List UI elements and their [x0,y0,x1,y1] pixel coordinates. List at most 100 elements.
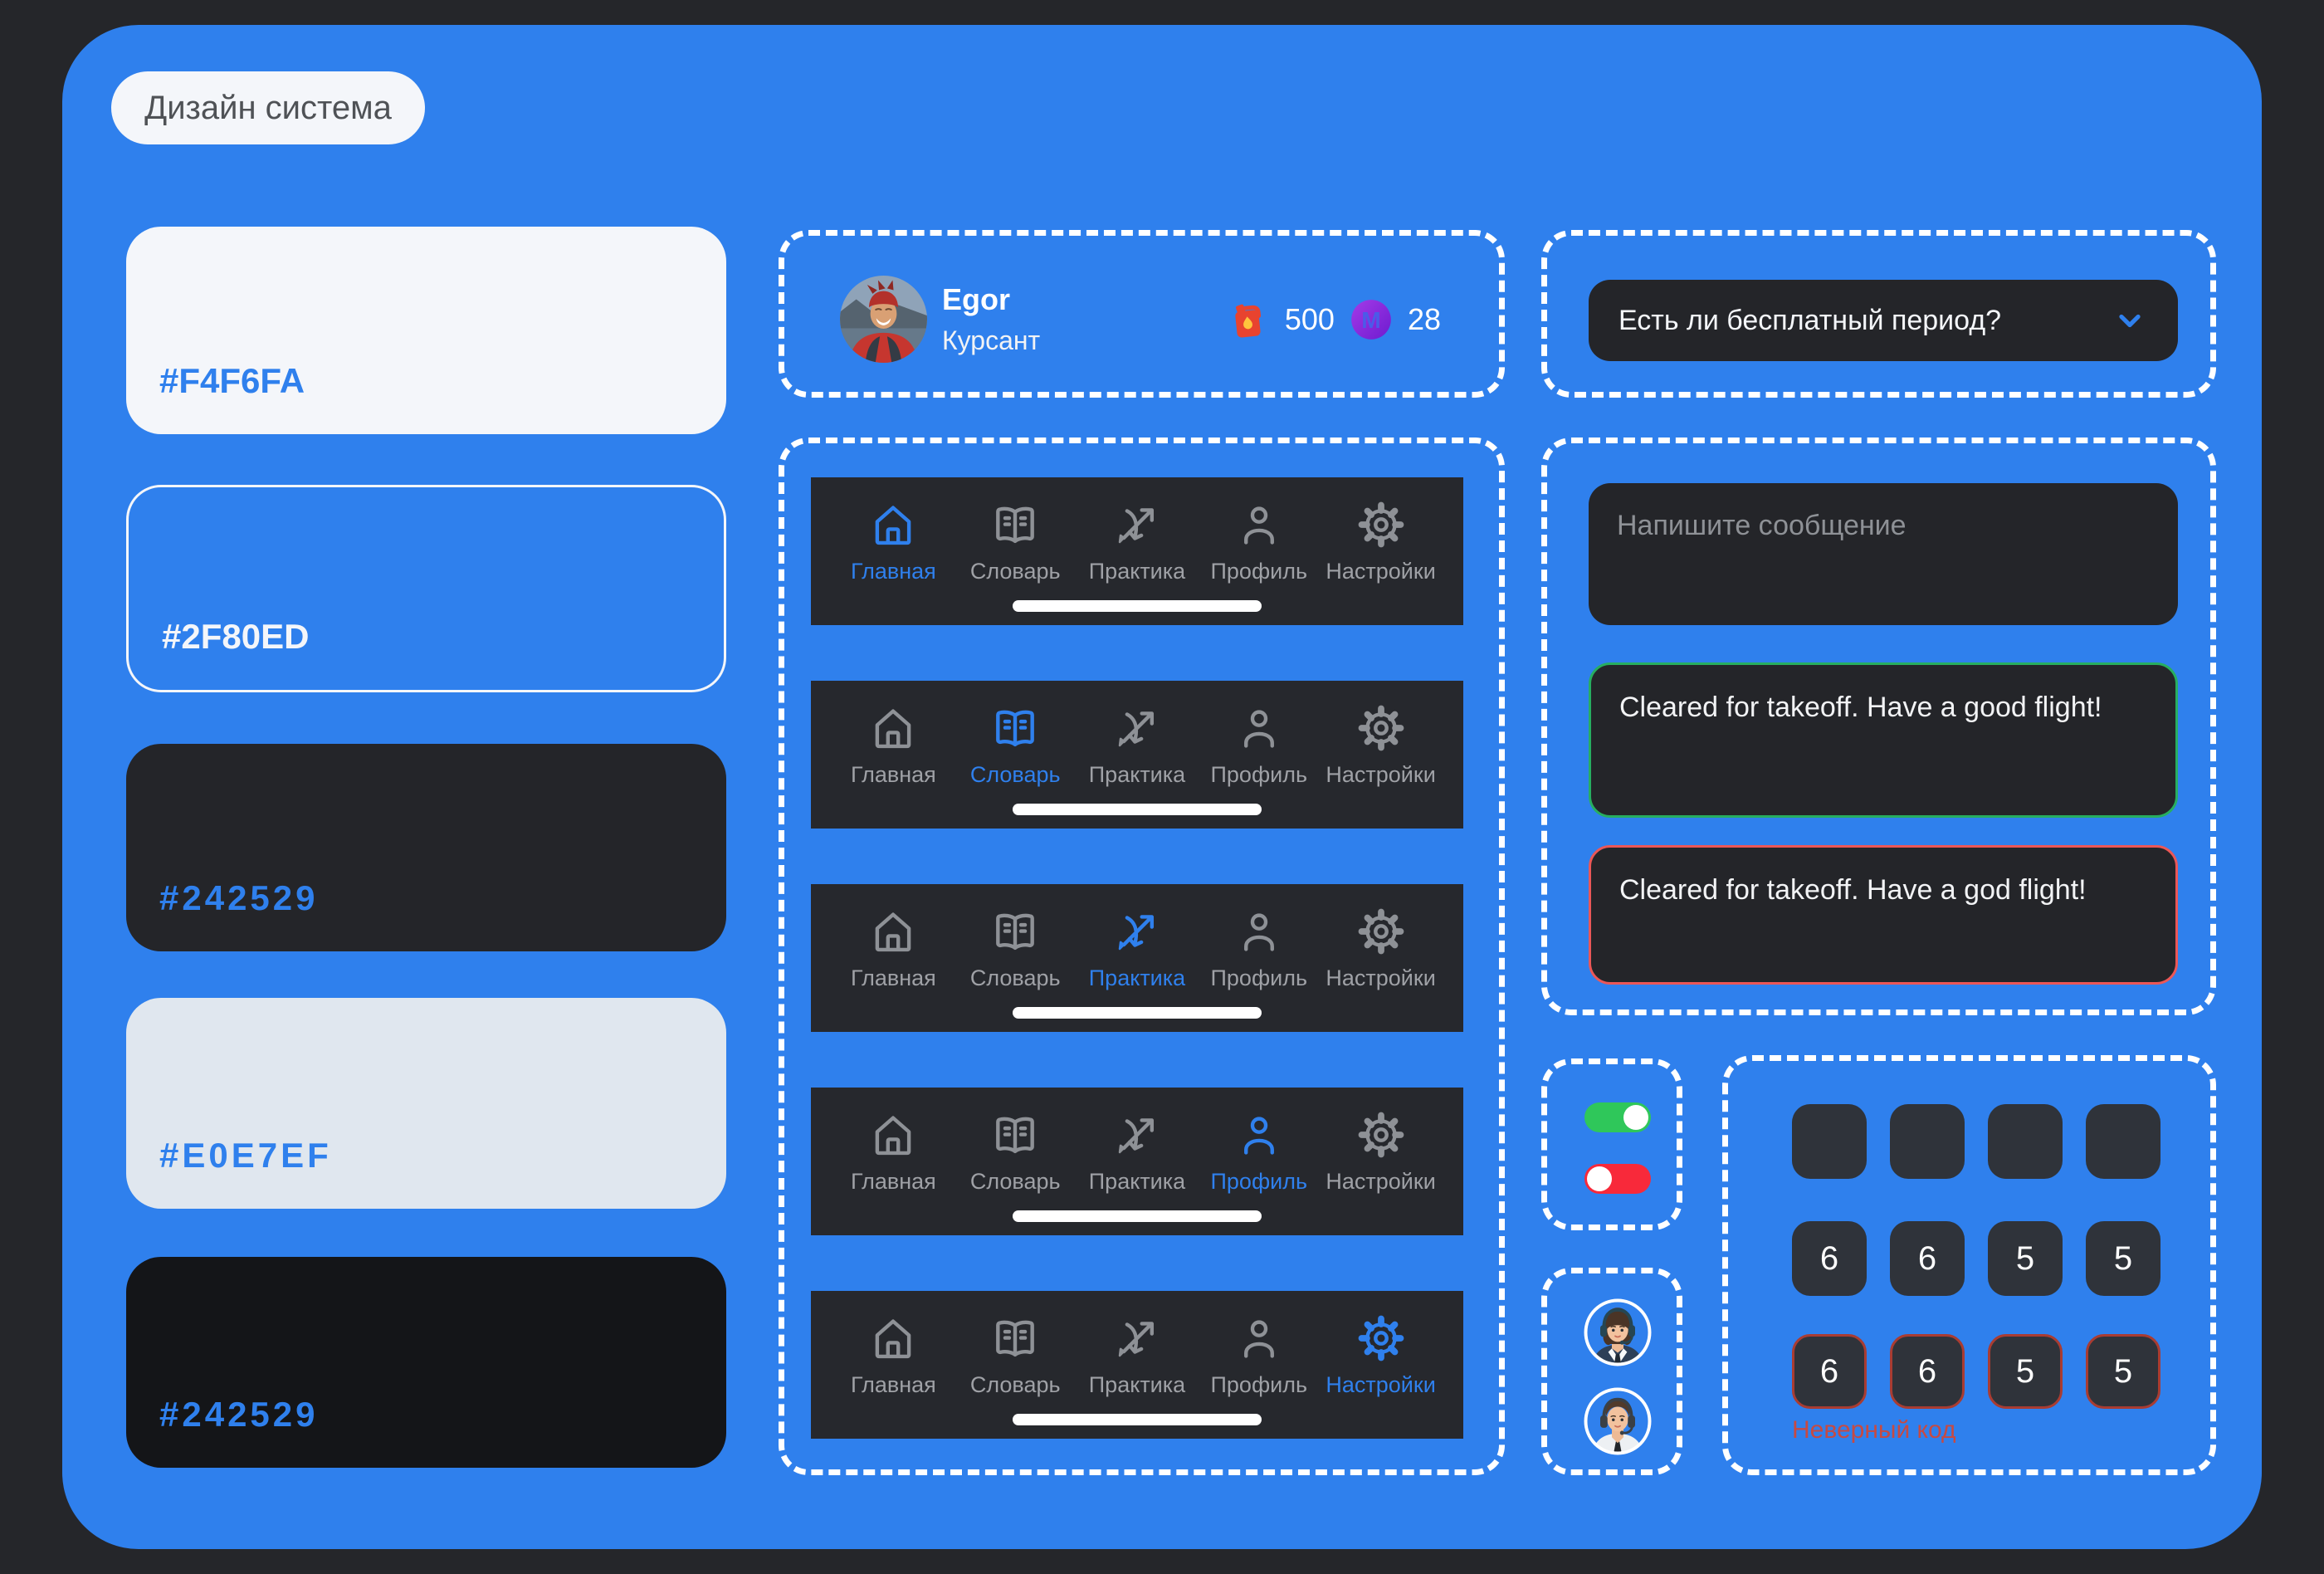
pin-cell[interactable]: 6 [1890,1334,1965,1409]
settings-icon [1355,499,1407,550]
pin-cell[interactable] [1890,1104,1965,1179]
svg-text:M: M [1361,307,1380,333]
tab-label: Профиль [1210,762,1308,787]
pin-cell[interactable]: 5 [1988,1334,2063,1409]
design-system-canvas: Дизайн система #F4F6FA #2F80ED #242529 #… [62,25,2262,1549]
tab-book[interactable]: Словарь [954,477,1077,625]
tab-label: Настройки [1326,1372,1436,1397]
tab-profile[interactable]: Профиль [1198,681,1320,829]
practice-icon [1111,906,1163,957]
chevron-down-icon [2119,314,2141,328]
tab-practice[interactable]: Практика [1077,1291,1199,1439]
tab-label: Главная [851,1372,936,1397]
tab-profile[interactable]: Профиль [1198,884,1320,1032]
tab-profile[interactable]: Профиль [1198,1088,1320,1235]
fuel-count: 500 [1284,302,1335,336]
home-icon [867,1109,919,1161]
profile-card: Egor Курсант 500 M 28 [779,230,1505,398]
profile-icon [1233,702,1285,754]
book-icon [989,702,1041,754]
practice-icon [1111,499,1163,550]
toggle-knob [1587,1166,1612,1191]
toggle-off[interactable] [1584,1164,1651,1194]
avatar-dispatcher-male[interactable] [1583,1386,1653,1456]
tab-settings[interactable]: Настройки [1320,477,1442,625]
tab-label: Главная [851,762,936,787]
m-coin-icon: M [1351,300,1391,340]
user-photo-icon [840,276,927,363]
color-swatch-black: #242529 [126,1257,726,1468]
coin-count: 28 [1407,302,1441,336]
message-success: Cleared for takeoff. Have a good flight! [1589,662,2178,818]
tab-home[interactable]: Главная [832,681,954,829]
home-icon [867,499,919,550]
swatch-hex-label: #242529 [159,878,319,917]
tab-book[interactable]: Словарь [954,1291,1077,1439]
tab-label: Настройки [1326,965,1436,990]
profile-stats: 500 M 28 [1227,236,1441,403]
pin-cell[interactable] [2086,1104,2160,1179]
tab-home[interactable]: Главная [832,1291,954,1439]
avatar-dispatcher-female[interactable] [1583,1298,1653,1367]
pin-cell[interactable] [1792,1104,1867,1179]
practice-icon [1111,702,1163,754]
tab-settings[interactable]: Настройки [1320,681,1442,829]
practice-icon [1111,1312,1163,1364]
page-title-label: Дизайн система [144,89,392,126]
home-icon [867,702,919,754]
tab-home[interactable]: Главная [832,884,954,1032]
tab-label: Настройки [1326,762,1436,787]
avatars-section [1541,1268,1682,1475]
home-indicator [1013,600,1262,612]
tab-home[interactable]: Главная [832,477,954,625]
pin-cell[interactable]: 5 [2086,1334,2160,1409]
faq-dropdown[interactable]: Есть ли бесплатный период? [1589,280,2178,361]
message-error: Cleared for takeoff. Have a god flight! [1589,845,2178,985]
pin-cell[interactable]: 5 [1988,1221,2063,1296]
tab-practice[interactable]: Практика [1077,681,1199,829]
tab-label: Профиль [1210,1372,1308,1397]
tab-settings[interactable]: Настройки [1320,1291,1442,1439]
tab-practice[interactable]: Практика [1077,884,1199,1032]
avatar[interactable] [840,276,927,363]
settings-icon [1355,1312,1407,1364]
message-input[interactable] [1589,483,2178,625]
tab-settings[interactable]: Настройки [1320,1088,1442,1235]
tab-profile[interactable]: Профиль [1198,477,1320,625]
profile-icon [1233,1312,1285,1364]
pin-cell[interactable] [1988,1104,2063,1179]
pin-cell[interactable]: 6 [1890,1221,1965,1296]
settings-icon [1355,1109,1407,1161]
profile-icon [1233,1109,1285,1161]
profile-role: Курсант [942,325,1041,355]
tab-profile[interactable]: Профиль [1198,1291,1320,1439]
profile-icon [1233,499,1285,550]
tab-book[interactable]: Словарь [954,1088,1077,1235]
home-icon [867,906,919,957]
swatch-hex-label: #242529 [159,1395,319,1434]
swatch-hex-label: #F4F6FA [159,361,305,400]
tab-book[interactable]: Словарь [954,884,1077,1032]
tab-label: Главная [851,965,936,990]
swatch-hex-label: #E0E7EF [159,1136,332,1175]
tab-label: Словарь [969,965,1061,990]
faq-dropdown-label: Есть ли бесплатный период? [1618,304,2002,336]
pin-cell[interactable]: 6 [1792,1221,1867,1296]
toggle-on[interactable] [1584,1102,1651,1132]
tab-label: Словарь [969,559,1061,584]
faq-dropdown-section: Есть ли бесплатный период? [1541,230,2216,398]
pin-error-label: Неверный код [1792,1416,1956,1444]
page-title: Дизайн система [111,71,425,144]
tab-practice[interactable]: Практика [1077,477,1199,625]
tab-settings[interactable]: Настройки [1320,884,1442,1032]
pin-cell[interactable]: 6 [1792,1334,1867,1409]
tab-home[interactable]: Главная [832,1088,954,1235]
tab-book[interactable]: Словарь [954,681,1077,829]
color-swatch-light: #F4F6FA [126,227,726,434]
pin-cell[interactable]: 5 [2086,1221,2160,1296]
tab-practice[interactable]: Практика [1077,1088,1199,1235]
